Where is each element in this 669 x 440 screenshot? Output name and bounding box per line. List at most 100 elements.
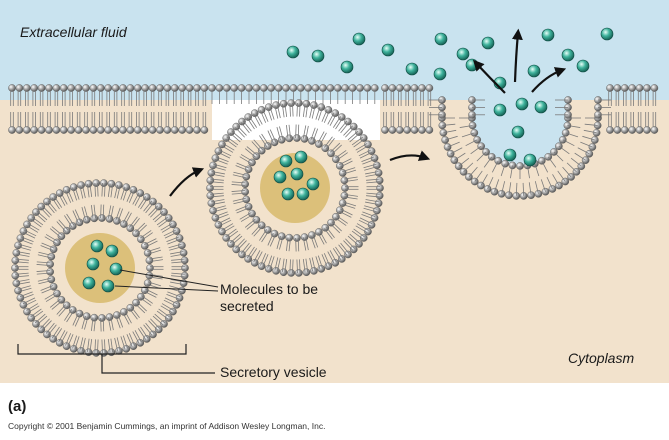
lipid-tail bbox=[102, 317, 105, 332]
lipid-tail bbox=[246, 220, 258, 230]
lipid-tail bbox=[361, 213, 375, 220]
lipid-tail bbox=[137, 196, 147, 208]
phospholipid-head bbox=[274, 84, 283, 92]
phospholipid-head bbox=[355, 240, 363, 248]
lipid-tail bbox=[154, 313, 166, 324]
vesicle-lumen bbox=[260, 153, 330, 223]
phospholipid-head bbox=[115, 347, 123, 355]
lipid-tail bbox=[67, 334, 74, 347]
phospholipid-head bbox=[218, 140, 226, 149]
lipid-tail bbox=[149, 259, 164, 263]
secreted-molecule bbox=[523, 153, 537, 167]
phospholipid-head bbox=[257, 221, 266, 230]
phospholipid-head bbox=[250, 109, 259, 117]
lipid-tail bbox=[351, 230, 364, 240]
lipid-tail bbox=[218, 219, 232, 227]
phospholipid-head bbox=[248, 158, 256, 167]
lipid-tail bbox=[267, 255, 273, 269]
lipid-tail bbox=[574, 152, 586, 161]
lipid-tail bbox=[295, 124, 297, 139]
lipid-tail bbox=[362, 158, 376, 165]
lipid-tail bbox=[134, 330, 142, 343]
phospholipid-head bbox=[193, 126, 201, 134]
lipid-tail bbox=[239, 156, 252, 164]
lipid-tail bbox=[167, 291, 181, 298]
phospholipid-head bbox=[232, 245, 241, 254]
lipid-tail bbox=[336, 152, 348, 161]
lipid-tail bbox=[231, 190, 246, 192]
lipid-tail bbox=[16, 251, 30, 255]
phospholipid-head bbox=[403, 84, 412, 92]
lipid-tail bbox=[147, 281, 162, 287]
lipid-tail bbox=[276, 127, 281, 141]
phospholipid-head bbox=[311, 84, 320, 92]
lipid-tail bbox=[126, 334, 133, 347]
phospholipid-head bbox=[27, 214, 36, 222]
lipid-tail bbox=[255, 112, 263, 125]
lipid-tail bbox=[166, 236, 180, 243]
phospholipid-head bbox=[338, 113, 346, 121]
lipid-tail bbox=[122, 312, 130, 325]
lipid-tail bbox=[447, 141, 460, 148]
lipid-tail bbox=[358, 219, 372, 227]
secreted-molecules bbox=[82, 27, 614, 293]
lipid-tail bbox=[299, 103, 301, 117]
lipid-tail bbox=[305, 125, 309, 140]
lipid-tail bbox=[160, 222, 173, 231]
phospholipid-head bbox=[60, 126, 68, 134]
lipid-tail bbox=[44, 236, 57, 244]
phospholipid-head bbox=[97, 126, 105, 134]
lipid-tail bbox=[18, 287, 32, 293]
lipid-tail bbox=[94, 183, 96, 197]
lipid-tail bbox=[319, 132, 327, 145]
phospholipid-head bbox=[585, 149, 594, 158]
lipid-tail bbox=[136, 301, 147, 312]
lipid-tail bbox=[58, 305, 69, 317]
lipid-tail bbox=[553, 151, 564, 162]
phospholipid-head bbox=[373, 206, 381, 215]
phospholipid-head bbox=[47, 252, 56, 261]
lipid-tail bbox=[262, 254, 269, 267]
lipid-tail bbox=[97, 339, 99, 353]
lipid-tail bbox=[210, 195, 224, 198]
lipid-tail bbox=[226, 230, 239, 240]
phospholipid-head bbox=[425, 84, 434, 92]
lipid-tail bbox=[41, 242, 55, 249]
lipid-tail bbox=[131, 306, 140, 318]
phospholipid-head bbox=[32, 320, 40, 328]
lipid-tail bbox=[240, 214, 253, 222]
lipid-tail bbox=[17, 246, 31, 251]
lipid-tail bbox=[253, 225, 264, 237]
lipid-tail bbox=[248, 248, 258, 260]
lipid-tail bbox=[349, 132, 361, 143]
phospholipid-head bbox=[55, 189, 64, 197]
lipid-tail bbox=[281, 103, 285, 118]
phospholipid-head bbox=[180, 271, 189, 280]
lipid-tail bbox=[100, 317, 102, 332]
lipid-tail bbox=[104, 183, 106, 197]
lipid-tail bbox=[148, 205, 159, 216]
lipid-tail bbox=[567, 125, 581, 128]
lipid-tail bbox=[345, 238, 355, 249]
phospholipid-head bbox=[245, 84, 253, 92]
lipid-tail bbox=[262, 109, 269, 122]
phospholipid-head bbox=[98, 214, 106, 222]
phospholipid-head bbox=[558, 135, 567, 144]
phospholipid-head bbox=[149, 330, 157, 339]
lipid-tail bbox=[231, 192, 246, 195]
phospholipid-head bbox=[282, 84, 290, 92]
phospholipid-head bbox=[302, 99, 311, 108]
lipid-tail bbox=[565, 132, 579, 138]
lipid-tail bbox=[134, 193, 142, 206]
lipid-tail bbox=[128, 216, 138, 228]
phospholipid-head bbox=[341, 84, 350, 92]
secreted-molecule bbox=[109, 262, 123, 276]
lipid-tail bbox=[317, 131, 325, 144]
phospholipid-head bbox=[60, 84, 68, 92]
lipid-tail bbox=[81, 315, 86, 329]
cytoplasm-label: Cytoplasm bbox=[568, 350, 635, 366]
lipid-tail bbox=[86, 338, 90, 353]
phospholipid-head bbox=[145, 256, 154, 265]
lipid-tail bbox=[240, 122, 250, 134]
lipid-tail bbox=[41, 320, 52, 331]
